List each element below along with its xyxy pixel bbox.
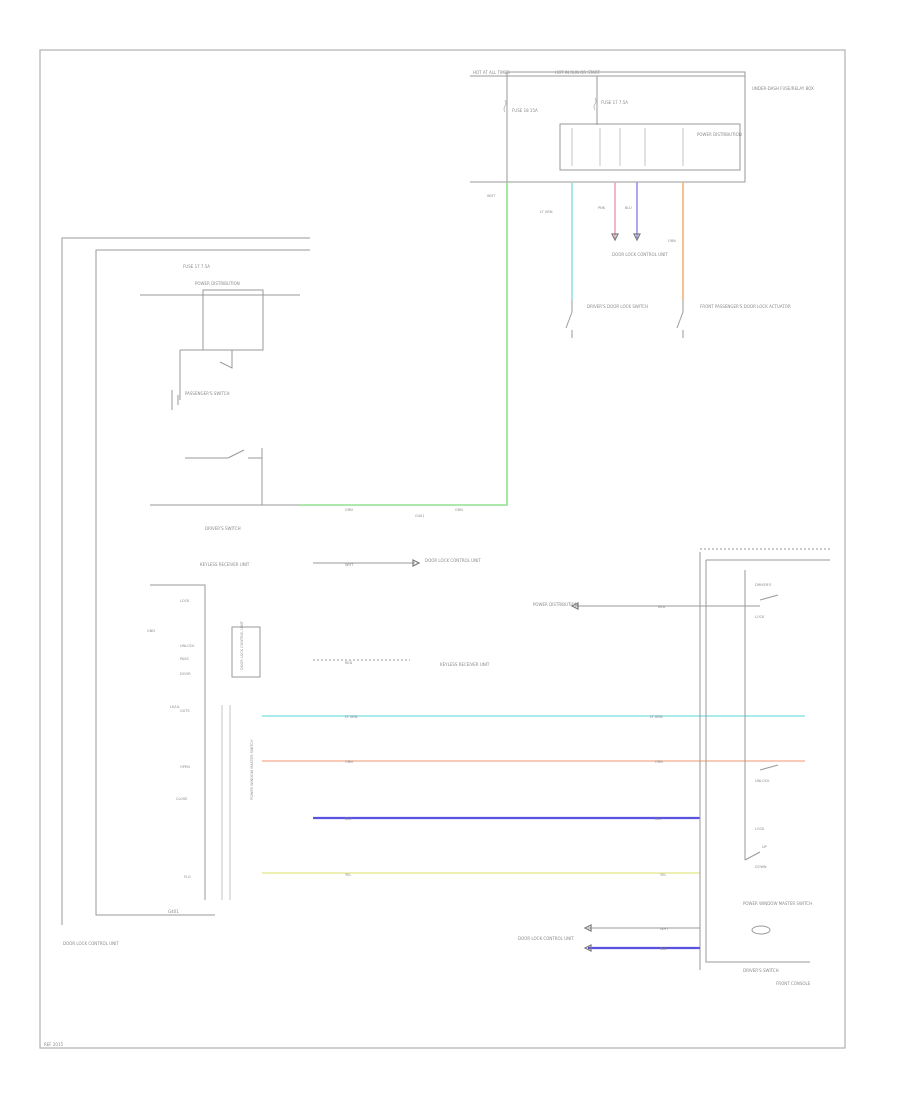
svg-text:POWER WINDOW MASTER SWITCH: POWER WINDOW MASTER SWITCH — [743, 901, 812, 906]
svg-text:DOWN: DOWN — [755, 865, 767, 869]
relay-left-label: POWER DISTRIBUTION — [195, 281, 240, 286]
mid-ref-2: KEYLESS RECEIVER UNIT — [440, 662, 490, 667]
bcm-label: DRIVER'S SWITCH — [205, 526, 241, 531]
splice-label: G401 — [415, 514, 424, 518]
svg-text:WHT: WHT — [660, 927, 669, 931]
svg-text:RED: RED — [658, 605, 666, 609]
svg-text:DOOR LOCK CONTROL UNIT: DOOR LOCK CONTROL UNIT — [240, 620, 244, 670]
dl-ecu-ref: DOOR LOCK CONTROL UNIT — [612, 252, 668, 257]
svg-text:UNLOCK: UNLOCK — [180, 644, 195, 648]
svg-text:CLOSE: CLOSE — [176, 797, 187, 801]
wire-green — [300, 182, 508, 506]
front-console-label: FRONT CONSOLE — [776, 981, 811, 986]
right-ref-label: POWER DISTRIBUTION — [533, 602, 578, 607]
wire-code-grn-2: GRN — [455, 508, 463, 512]
power-window-master-switch: DRIVER'S LOCK UNLOCK LOCK UP DOWN POWER … — [699, 548, 830, 970]
svg-text:PASS: PASS — [180, 657, 190, 661]
pin-code-wht: WHT — [487, 194, 496, 198]
svg-text:UP: UP — [762, 845, 767, 849]
relay-label: POWER DISTRIBUTION — [697, 132, 742, 137]
reference-label: REF 2015 — [44, 1042, 64, 1047]
svg-text:BLU: BLU — [345, 817, 352, 821]
svg-text:LT GRN: LT GRN — [345, 715, 358, 719]
driver-door-switch: DRIVER'S DOOR LOCK SWITCH — [565, 300, 648, 338]
fuse-box-label-a: HOT AT ALL TIMES — [473, 70, 510, 75]
g401-label: G401 — [168, 909, 179, 914]
mid-ref-1: DOOR LOCK CONTROL UNIT — [425, 558, 481, 563]
keyless-label: KEYLESS RECEIVER UNIT — [200, 562, 250, 567]
svg-text:BLU: BLU — [655, 817, 662, 821]
svg-text:YEL: YEL — [660, 873, 666, 877]
svg-text:RED: RED — [345, 661, 353, 665]
control-unit-frame — [61, 237, 310, 925]
svg-text:LT GRN: LT GRN — [650, 715, 663, 719]
passenger-switch-label: PASSENGER'S SWITCH — [185, 391, 230, 396]
svg-text:OPEN: OPEN — [180, 765, 190, 769]
svg-text:POWER WINDOW MASTER SWITCH: POWER WINDOW MASTER SWITCH — [250, 739, 254, 800]
svg-text:GUTS: GUTS — [180, 709, 190, 713]
svg-text:UNLOCK: UNLOCK — [755, 779, 770, 783]
passenger-door-switch: FRONT PASSENGER'S DOOR LOCK ACTUATOR — [676, 300, 791, 338]
pin-code-pnk: PNK — [598, 206, 606, 210]
diagram-frame — [39, 49, 846, 1049]
svg-text:LOCK: LOCK — [755, 827, 765, 831]
fuse-b-label: FUSE 17 7.5A — [601, 100, 628, 105]
svg-text:LOCK: LOCK — [180, 599, 190, 603]
svg-text:DRIVER'S: DRIVER'S — [755, 583, 772, 587]
svg-text:LK/UL: LK/UL — [170, 705, 180, 709]
dl-control-unit-label: DOOR LOCK CONTROL UNIT — [63, 941, 119, 946]
fuse-upper-label: FUSE 17 7.5A — [183, 264, 210, 269]
fuse-relay-box: HOT AT ALL TIMES HOT IN RUN OR START UND… — [470, 70, 814, 183]
svg-text:DOOR: DOOR — [180, 672, 191, 676]
svg-text:ORN: ORN — [345, 760, 353, 764]
svg-text:FLG: FLG — [184, 875, 191, 879]
svg-text:FRONT PASSENGER'S DOOR LOCK AC: FRONT PASSENGER'S DOOR LOCK ACTUATOR — [700, 304, 791, 309]
bottom-right-ref: DOOR LOCK CONTROL UNIT — [518, 936, 574, 941]
svg-text:LOCK: LOCK — [755, 615, 765, 619]
svg-text:DRIVER'S DOOR LOCK SWITCH: DRIVER'S DOOR LOCK SWITCH — [587, 304, 648, 309]
svg-text:BLU: BLU — [660, 947, 667, 951]
wire-code-grn-1: GRN — [345, 508, 353, 512]
fuse-a-label: FUSE 18 15A — [512, 108, 538, 113]
svg-text:GND: GND — [147, 629, 155, 633]
pwr-window-bottom-label: DRIVER'S SWITCH — [743, 968, 779, 973]
pin-code-blu: BLU — [625, 206, 632, 210]
svg-text:WHT: WHT — [345, 563, 354, 567]
pin-code-orn: ORN — [668, 239, 676, 243]
svg-text:ORN: ORN — [655, 760, 663, 764]
pin-code-ltgrn: LT GRN — [540, 210, 553, 214]
svg-text:YEL: YEL — [345, 873, 351, 877]
under-hood-box-label: UNDER-DASH FUSE/RELAY BOX — [752, 86, 814, 91]
